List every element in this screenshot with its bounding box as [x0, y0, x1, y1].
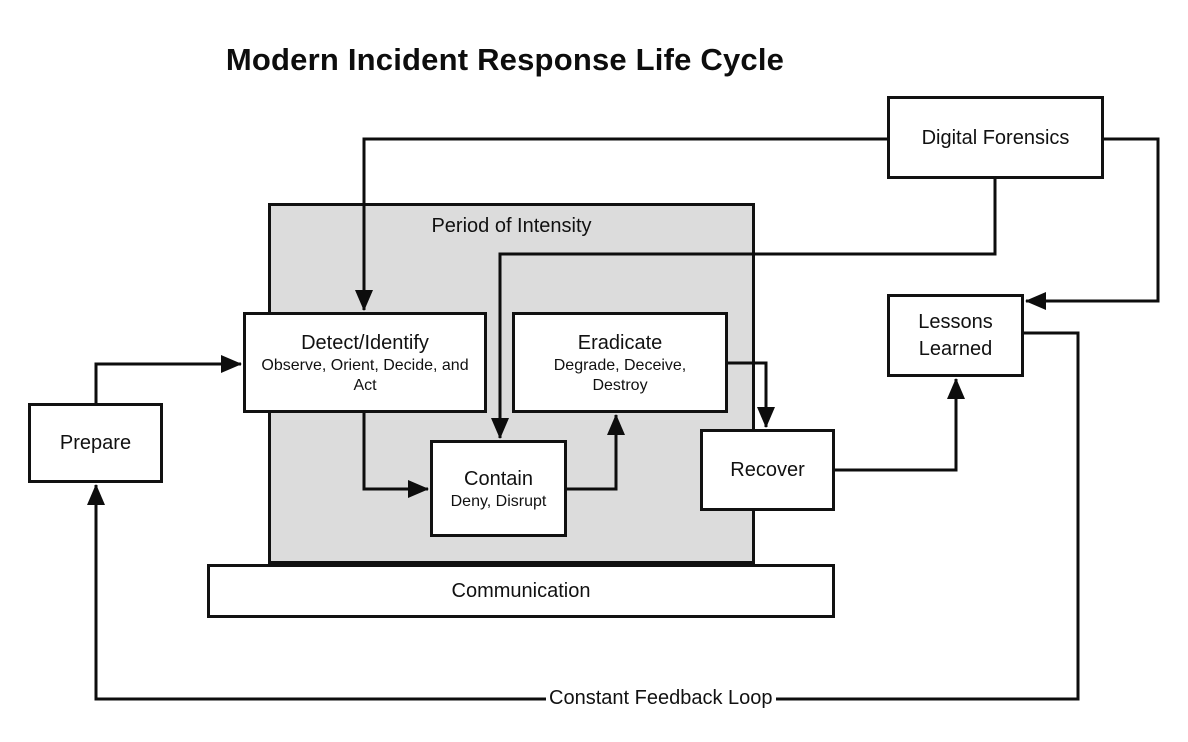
node-contain: Contain Deny, Disrupt [430, 440, 567, 537]
node-eradicate-sublabel: Degrade, Deceive, Destroy [553, 356, 687, 394]
node-recover: Recover [700, 429, 835, 511]
arrow-prepare-to-detect [94, 355, 242, 403]
node-prepare: Prepare [28, 403, 163, 483]
node-communication: Communication [207, 564, 835, 618]
node-detect-identify-sublabel: Observe, Orient, Decide, and Act [261, 356, 469, 394]
node-lessons-learned-label: Lessons Learned [918, 310, 993, 360]
node-digital-forensics: Digital Forensics [887, 96, 1104, 179]
node-digital-forensics-label: Digital Forensics [921, 126, 1070, 149]
node-communication-label: Communication [451, 580, 591, 602]
period-of-intensity-label: Period of Intensity [431, 215, 592, 237]
node-contain-label: Contain [464, 467, 533, 490]
arrow-recover-to-lessons [835, 378, 965, 472]
node-eradicate: Eradicate Degrade, Deceive, Destroy [512, 312, 728, 413]
node-detect-identify-label: Detect/Identify [301, 331, 429, 354]
diagram-title: Modern Incident Response Life Cycle [225, 42, 785, 77]
node-eradicate-label: Eradicate [577, 331, 663, 354]
node-lessons-learned: Lessons Learned [887, 294, 1024, 377]
constant-feedback-loop-label: Constant Feedback Loop [546, 687, 776, 710]
node-recover-label: Recover [730, 459, 805, 481]
node-prepare-label: Prepare [59, 432, 132, 454]
node-detect-identify: Detect/Identify Observe, Orient, Decide,… [243, 312, 487, 413]
node-contain-sublabel: Deny, Disrupt [450, 492, 547, 510]
